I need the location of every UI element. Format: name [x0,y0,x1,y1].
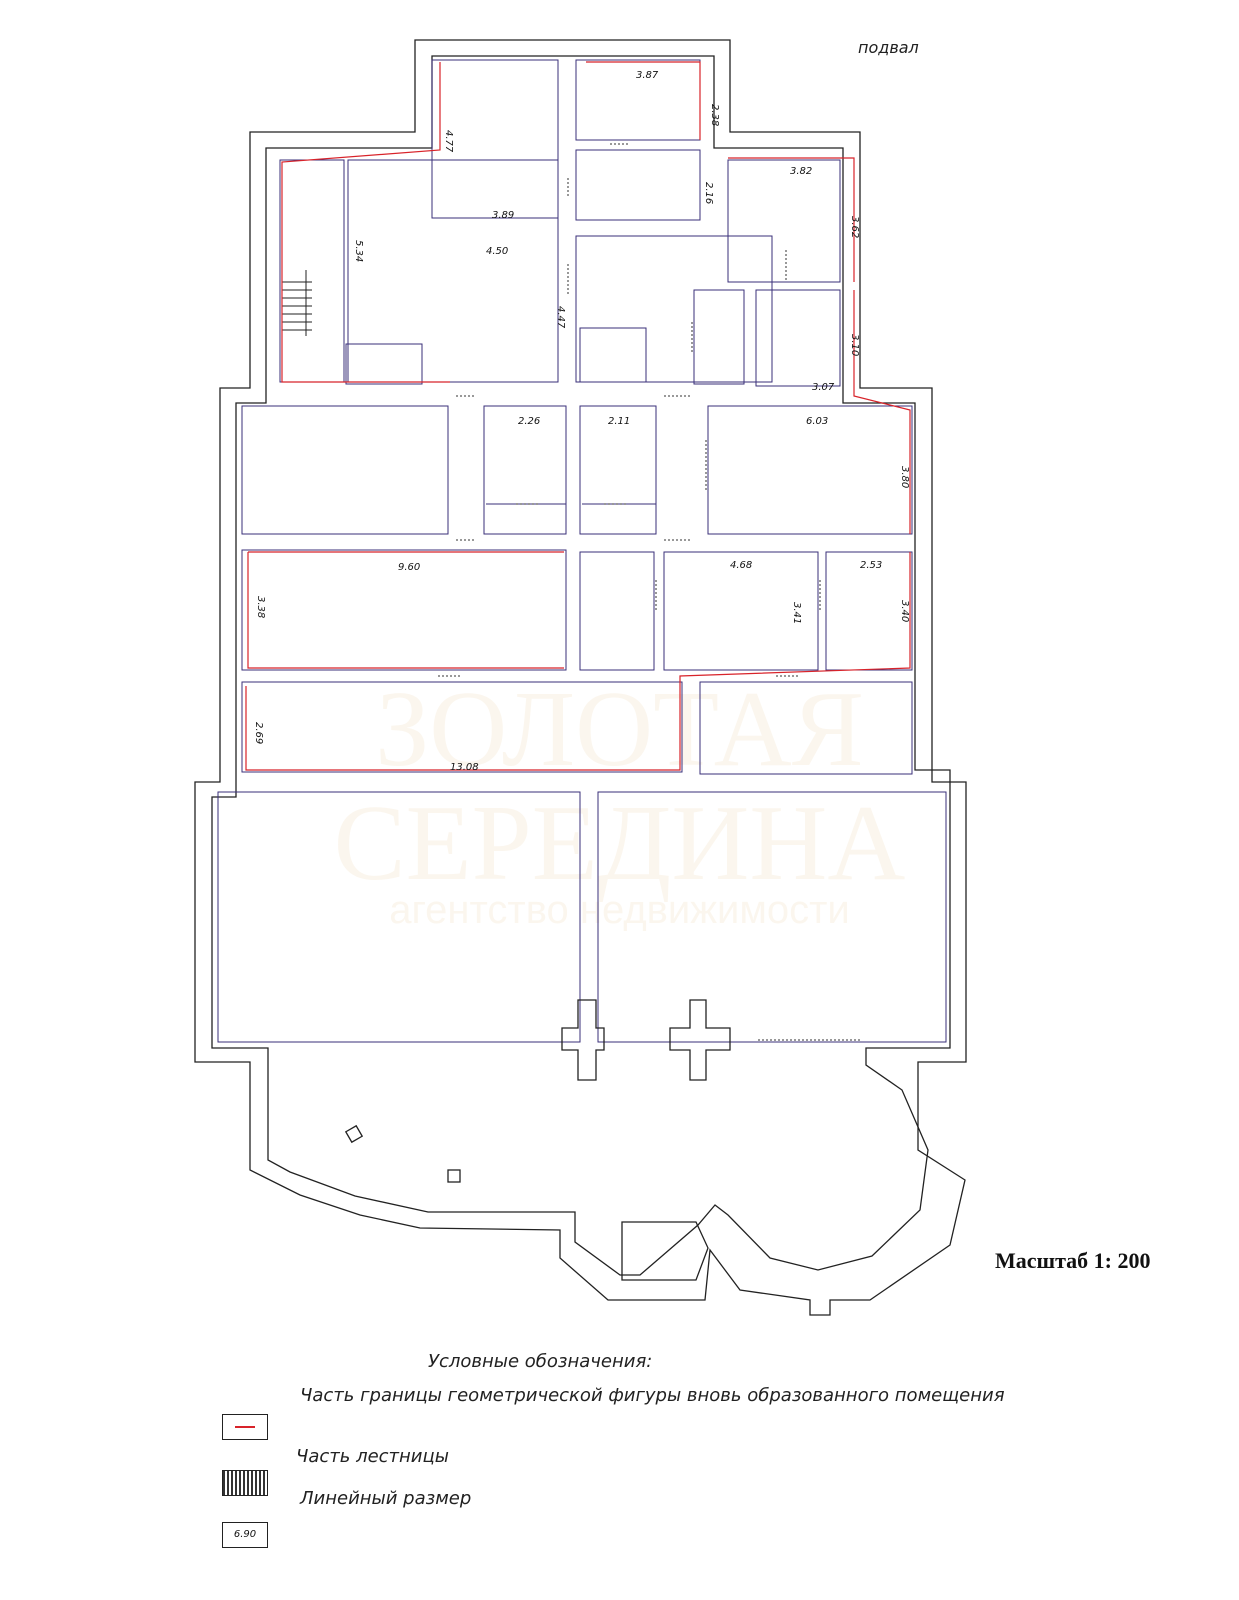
legend-swatch-stair [222,1470,268,1496]
dim-label: 2.38 [709,104,720,126]
dim-label: 3.40 [899,600,910,622]
room-band1-right [707,405,913,535]
column-square-2 [447,1169,461,1183]
dim-label: 3.10 [849,334,860,356]
hall-lower-left [217,791,581,1043]
dim-label: 3.07 [812,382,835,393]
dim-label: 2.16 [703,182,714,204]
dim-label: 4.68 [730,560,752,571]
dim-label: 4.50 [486,246,508,257]
legend-item-dimension: Линейный размер [300,1488,472,1509]
corridor-right [575,235,773,383]
room-right-small [693,289,745,385]
dim-label: 2.11 [608,416,630,427]
legend-swatch-boundary [222,1414,268,1440]
column-square-1 [344,1124,364,1144]
dim-label: 6.03 [806,416,828,427]
outer-wall [194,39,967,1316]
dim-label: 13.08 [450,762,479,773]
room-band1-wc1 [483,405,567,535]
legend-title: Условные обозначения: [428,1351,653,1372]
dim-label: 3.38 [255,596,266,618]
dim-label: 5.34 [353,240,364,262]
legend-item-boundary: Часть границы геометрической фигуры внов… [300,1385,1005,1406]
scale-label: Масштаб 1: 200 [995,1248,1151,1273]
dim-label: 3.80 [899,466,910,488]
inner-niche [621,1221,709,1281]
hall-lower-right [597,791,947,1043]
dim-label: 2.53 [860,560,882,571]
floor-label: подвал [858,38,919,57]
room-right-mid [755,289,841,387]
closet-left [345,343,423,385]
boundary-lines [245,61,911,771]
room-band1-left [241,405,449,535]
room-band1-wc2 [579,405,657,535]
pillar-left [561,999,605,1081]
dim-label: 3.87 [636,70,659,81]
dim-label: 4.47 [555,306,566,329]
dim-label: 3.82 [790,166,812,177]
room-band3-left [241,681,683,773]
dim-label: 2.26 [518,416,540,427]
central-hall [347,159,559,383]
pillar-right [669,999,731,1081]
stair-hall [279,159,345,383]
room-band2-left [241,549,567,671]
room-band3-right [699,681,913,775]
legend-item-stair: Часть лестницы [296,1446,449,1467]
room-band2-b [663,551,819,671]
dim-label: 3.89 [492,210,514,221]
room-mid-upper [575,149,701,221]
dim-label: 9.60 [398,562,420,573]
closet-mid [579,327,647,383]
dim-label: 2.69 [253,722,264,744]
room-right-upper [727,159,841,283]
room-top-left [431,59,559,219]
dim-label: 3.62 [849,216,860,238]
room-band2-a [579,551,655,671]
stair [282,270,312,336]
outer-wall-inner [211,55,951,1276]
doors [438,143,860,1041]
dim-label: 3.41 [791,602,802,624]
dim-label: 4.77 [443,130,454,153]
legend-swatch-dimension: 6.90 [222,1522,268,1548]
